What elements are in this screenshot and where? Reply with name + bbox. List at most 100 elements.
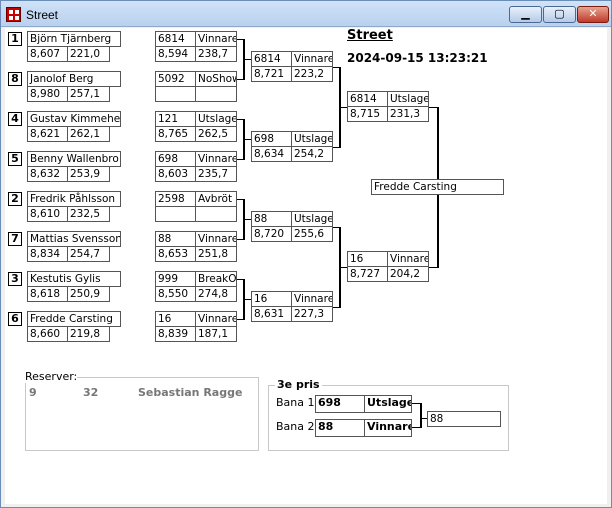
score-hcp-field[interactable]: 8,727 [347,266,388,282]
match-result-field[interactable]: Utslager [291,211,333,227]
third-place-group [268,385,509,451]
bracket-connector [333,307,339,308]
player-name-field[interactable]: Björn Tjärnberg [27,31,121,47]
score-avg-field[interactable]: 223,2 [291,66,333,82]
lane-score-field[interactable]: 88 [251,211,292,227]
score-avg-field[interactable]: 238,7 [195,46,237,62]
match-result-field[interactable]: BreakOut [195,271,237,287]
match-result-field[interactable]: Vinnare [291,51,333,67]
close-button[interactable]: ✕ [577,6,609,23]
score-hcp-field[interactable]: 8,765 [155,126,196,142]
score-hcp-field[interactable]: 8,631 [251,306,292,322]
bracket-connector [243,219,251,220]
score-hcp-field[interactable]: 8,550 [155,286,196,302]
score-avg-field[interactable]: 204,2 [387,266,429,282]
score-avg-field[interactable]: 251,8 [195,246,237,262]
score-hcp-field[interactable] [155,86,196,102]
match-result-field[interactable]: Vinnare [195,31,237,47]
reserve-name[interactable]: Sebastian Ragge [138,386,243,399]
handicap-field[interactable]: 8,621 [27,126,68,142]
lane-score-field[interactable]: 6814 [251,51,292,67]
bana2-result-field[interactable]: Vinnare [364,419,412,437]
handicap-field[interactable]: 8,618 [27,286,68,302]
score-avg-field[interactable]: 262,5 [195,126,237,142]
match-result-field[interactable]: Vinnare [195,311,237,327]
score-hcp-field[interactable] [155,206,196,222]
lane-score-field[interactable]: 121 [155,111,196,127]
score-hcp-field[interactable]: 8,653 [155,246,196,262]
score-avg-field[interactable]: 235,7 [195,166,237,182]
match-result-field[interactable]: Utslager [387,91,429,107]
score-avg-field[interactable]: 187,1 [195,326,237,342]
average-field[interactable]: 221,0 [67,46,110,62]
score-hcp-field[interactable]: 8,594 [155,46,196,62]
score-avg-field[interactable] [195,206,237,222]
average-field[interactable]: 262,1 [67,126,110,142]
lane-score-field[interactable]: 6814 [155,31,196,47]
score-avg-field[interactable]: 227,3 [291,306,333,322]
player-name-field[interactable]: Fredde Carsting [27,311,121,327]
match-result-field[interactable]: Vinnare [195,231,237,247]
seed-number: 7 [8,232,22,246]
score-hcp-field[interactable]: 8,603 [155,166,196,182]
event-datetime: 2024-09-15 13:23:21 [347,51,488,65]
match-result-field[interactable]: Vinnare [291,291,333,307]
player-name-field[interactable]: Kestutis Gylis [27,271,121,287]
match-result-field[interactable]: Utslager [291,131,333,147]
handicap-field[interactable]: 8,980 [27,86,68,102]
lane-score-field[interactable]: 16 [347,251,388,267]
lane-score-field[interactable]: 999 [155,271,196,287]
handicap-field[interactable]: 8,607 [27,46,68,62]
lane-score-field[interactable]: 2598 [155,191,196,207]
score-avg-field[interactable]: 255,6 [291,226,333,242]
lane-score-field[interactable]: 5092 [155,71,196,87]
app-icon [6,7,21,22]
score-hcp-field[interactable]: 8,839 [155,326,196,342]
player-name-field[interactable]: Benny Wallenbro [27,151,121,167]
average-field[interactable]: 253,9 [67,166,110,182]
player-name-field[interactable]: Mattias Svensson [27,231,121,247]
lane-score-field[interactable]: 698 [155,151,196,167]
player-name-field[interactable]: Fredrik Påhlsson [27,191,121,207]
score-hcp-field[interactable]: 8,721 [251,66,292,82]
match-result-field[interactable]: NoShow [195,71,237,87]
score-hcp-field[interactable]: 8,720 [251,226,292,242]
bracket-connector [237,239,243,240]
champion-field[interactable]: Fredde Carsting [371,179,504,195]
title-bar[interactable]: Street ▁ ▢ ✕ [1,1,611,27]
average-field[interactable]: 232,5 [67,206,110,222]
reserve-score[interactable]: 32 [83,386,99,399]
average-field[interactable]: 250,9 [67,286,110,302]
handicap-field[interactable]: 8,660 [27,326,68,342]
maximize-button[interactable]: ▢ [543,6,576,23]
player-name-field[interactable]: Gustav Kimmehed [27,111,121,127]
average-field[interactable]: 257,1 [67,86,110,102]
handicap-field[interactable]: 8,610 [27,206,68,222]
lane-score-field[interactable]: 6814 [347,91,388,107]
lane-score-field[interactable]: 16 [155,311,196,327]
lane-score-field[interactable]: 88 [155,231,196,247]
player-name-field[interactable]: Janolof Berg [27,71,121,87]
lane-score-field[interactable]: 16 [251,291,292,307]
handicap-field[interactable]: 8,834 [27,246,68,262]
average-field[interactable]: 219,8 [67,326,110,342]
score-hcp-field[interactable]: 8,715 [347,106,388,122]
average-field[interactable]: 254,7 [67,246,110,262]
score-avg-field[interactable]: 231,3 [387,106,429,122]
score-avg-field[interactable] [195,86,237,102]
bana1-score-field[interactable]: 698 [315,395,365,413]
third-place-winner-field[interactable]: 88 [427,411,501,427]
handicap-field[interactable]: 8,632 [27,166,68,182]
minimize-button[interactable]: ▁ [509,6,542,23]
bana2-score-field[interactable]: 88 [315,419,365,437]
score-hcp-field[interactable]: 8,634 [251,146,292,162]
reserve-number[interactable]: 9 [29,386,37,399]
match-result-field[interactable]: Vinnare [387,251,429,267]
match-result-field[interactable]: Vinnare [195,151,237,167]
match-result-field[interactable]: Avbröt [195,191,237,207]
score-avg-field[interactable]: 274,8 [195,286,237,302]
match-result-field[interactable]: Utslager [195,111,237,127]
score-avg-field[interactable]: 254,2 [291,146,333,162]
bana1-result-field[interactable]: Utslager [364,395,412,413]
lane-score-field[interactable]: 698 [251,131,292,147]
